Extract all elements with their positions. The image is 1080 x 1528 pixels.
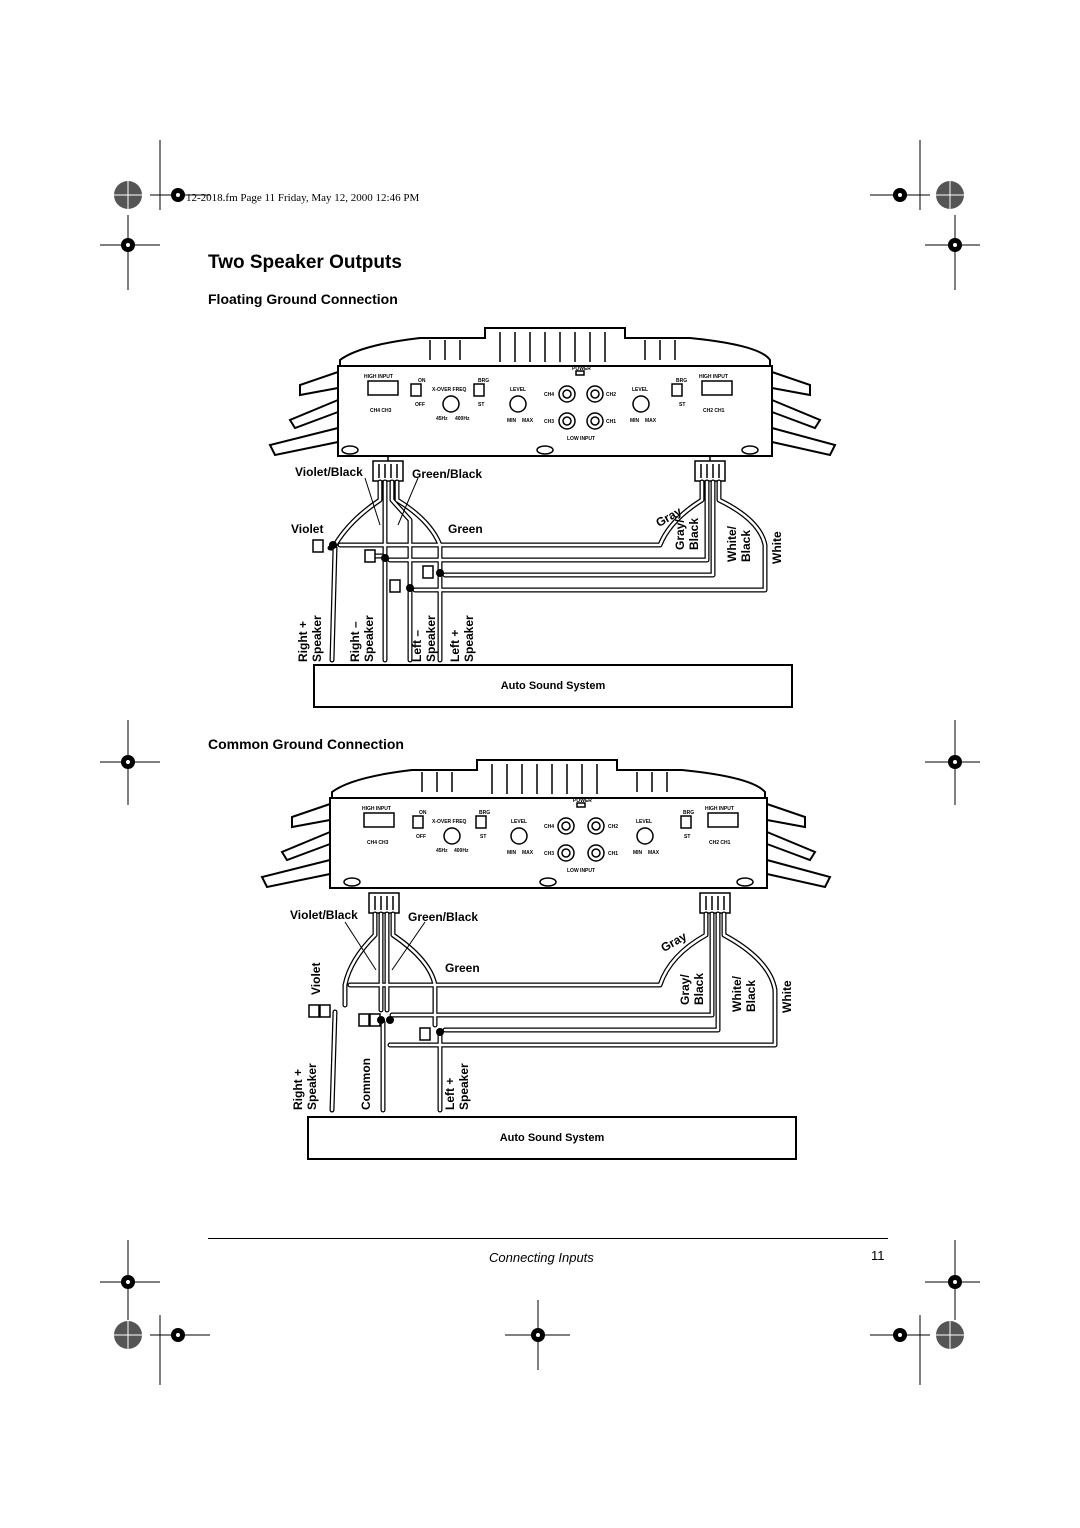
svg-text:CH4 CH3: CH4 CH3 xyxy=(370,408,392,414)
label-white-black-2: White/ Black xyxy=(730,976,758,1012)
svg-text:45Hz: 45Hz xyxy=(436,416,448,422)
svg-text:CH2 CH1: CH2 CH1 xyxy=(709,840,731,846)
auto-sound-system-box-2: Auto Sound System xyxy=(307,1116,797,1160)
svg-text:MIN: MIN xyxy=(507,418,517,424)
label-left-plus-2: Left + xyxy=(443,1077,457,1110)
svg-text:CH3: CH3 xyxy=(544,419,554,425)
svg-text:ST: ST xyxy=(684,834,690,840)
svg-text:POWER: POWER xyxy=(572,366,591,372)
label-violet-1: Violet xyxy=(291,522,324,536)
svg-text:HIGH INPUT: HIGH INPUT xyxy=(362,806,391,812)
page-number: 11 xyxy=(871,1248,885,1263)
svg-text:BRG: BRG xyxy=(683,810,694,816)
svg-text:ST: ST xyxy=(679,402,685,408)
svg-text:BRG: BRG xyxy=(479,810,490,816)
section-title-common: Common Ground Connection xyxy=(208,736,404,752)
svg-text:BRG: BRG xyxy=(478,378,489,384)
page-title: Two Speaker Outputs xyxy=(208,252,402,273)
svg-text:45Hz: 45Hz xyxy=(436,848,448,854)
svg-text:MAX: MAX xyxy=(645,418,657,424)
svg-text:CH4: CH4 xyxy=(544,392,554,398)
svg-text:ST: ST xyxy=(480,834,486,840)
svg-text:CH2: CH2 xyxy=(606,392,616,398)
label-right-plus-2: Right + xyxy=(291,1069,305,1110)
svg-text:MIN: MIN xyxy=(633,850,643,856)
svg-text:CH4: CH4 xyxy=(544,824,554,830)
svg-text:ON: ON xyxy=(419,810,427,816)
svg-text:LEVEL: LEVEL xyxy=(511,819,527,825)
label-green-1: Green xyxy=(448,522,483,536)
amp1-high-input-left: HIGH INPUT xyxy=(364,374,393,380)
auto-sound-system-label-2: Auto Sound System xyxy=(499,1132,605,1144)
label-green-2: Green xyxy=(445,961,480,975)
svg-text:400Hz: 400Hz xyxy=(455,416,470,422)
svg-text:MAX: MAX xyxy=(648,850,660,856)
auto-sound-system-box-1: Auto Sound System xyxy=(313,664,793,708)
svg-text:ST: ST xyxy=(478,402,484,408)
svg-text:POWER: POWER xyxy=(573,798,592,804)
label-speaker-2a: Speaker xyxy=(305,1063,319,1110)
footer-section-name: Connecting Inputs xyxy=(489,1250,594,1265)
svg-text:CH1: CH1 xyxy=(606,419,616,425)
svg-text:HIGH INPUT: HIGH INPUT xyxy=(699,374,728,380)
section-title-floating: Floating Ground Connection xyxy=(208,291,398,307)
svg-text:MIN: MIN xyxy=(630,418,640,424)
svg-text:CH4 CH3: CH4 CH3 xyxy=(367,840,389,846)
label-gray-black-2: Gray/ Black xyxy=(678,972,706,1005)
footer-rule xyxy=(208,1238,888,1239)
svg-text:BRG: BRG xyxy=(676,378,687,384)
label-violet-black-2: Violet/Black xyxy=(290,908,358,922)
label-violet-black-1: Violet/Black xyxy=(295,465,363,479)
svg-text:ON: ON xyxy=(418,378,426,384)
svg-text:CH2: CH2 xyxy=(608,824,618,830)
svg-text:LEVEL: LEVEL xyxy=(632,387,648,393)
svg-text:LEVEL: LEVEL xyxy=(636,819,652,825)
auto-sound-system-label-1: Auto Sound System xyxy=(500,680,606,692)
label-common-2: Common xyxy=(359,1058,373,1110)
svg-text:LEVEL: LEVEL xyxy=(510,387,526,393)
svg-text:MIN: MIN xyxy=(507,850,517,856)
svg-text:CH2 CH1: CH2 CH1 xyxy=(703,408,725,414)
file-header: 12-2018.fm Page 11 Friday, May 12, 2000 … xyxy=(186,192,420,204)
svg-text:MAX: MAX xyxy=(522,418,534,424)
label-green-black-1: Green/Black xyxy=(412,467,483,481)
label-green-black-2: Green/Black xyxy=(408,910,479,924)
svg-text:LOW INPUT: LOW INPUT xyxy=(567,436,595,442)
label-white-2: White xyxy=(780,980,794,1013)
svg-text:OFF: OFF xyxy=(415,402,425,408)
svg-text:LOW INPUT: LOW INPUT xyxy=(567,868,595,874)
svg-text:X-OVER FREQ: X-OVER FREQ xyxy=(432,819,467,825)
svg-text:MAX: MAX xyxy=(522,850,534,856)
svg-text:OFF: OFF xyxy=(416,834,426,840)
svg-text:X-OVER FREQ: X-OVER FREQ xyxy=(432,387,467,393)
svg-text:400Hz: 400Hz xyxy=(454,848,469,854)
label-speaker-2b: Speaker xyxy=(457,1063,471,1110)
svg-text:CH3: CH3 xyxy=(544,851,554,857)
svg-text:HIGH INPUT: HIGH INPUT xyxy=(705,806,734,812)
svg-text:CH1: CH1 xyxy=(608,851,618,857)
label-violet-2: Violet xyxy=(309,962,323,995)
